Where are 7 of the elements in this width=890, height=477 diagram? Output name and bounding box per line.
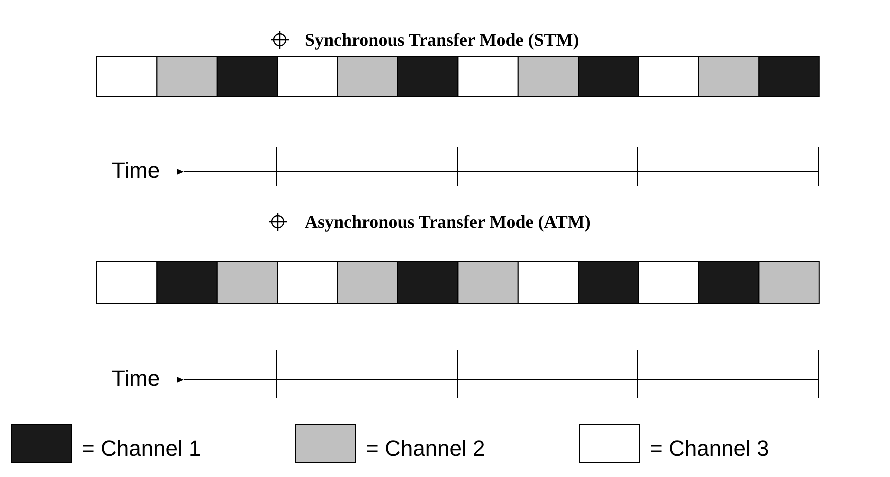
axis-label: Time xyxy=(112,366,160,392)
legend-label: = Channel 1 xyxy=(82,436,202,462)
section-title: Synchronous Transfer Mode (STM) xyxy=(305,30,580,51)
legend-label: = Channel 3 xyxy=(650,436,770,462)
section-title: Asynchronous Transfer Mode (ATM) xyxy=(305,212,591,233)
legend-label: = Channel 2 xyxy=(366,436,486,462)
axis-label: Time xyxy=(112,158,160,184)
